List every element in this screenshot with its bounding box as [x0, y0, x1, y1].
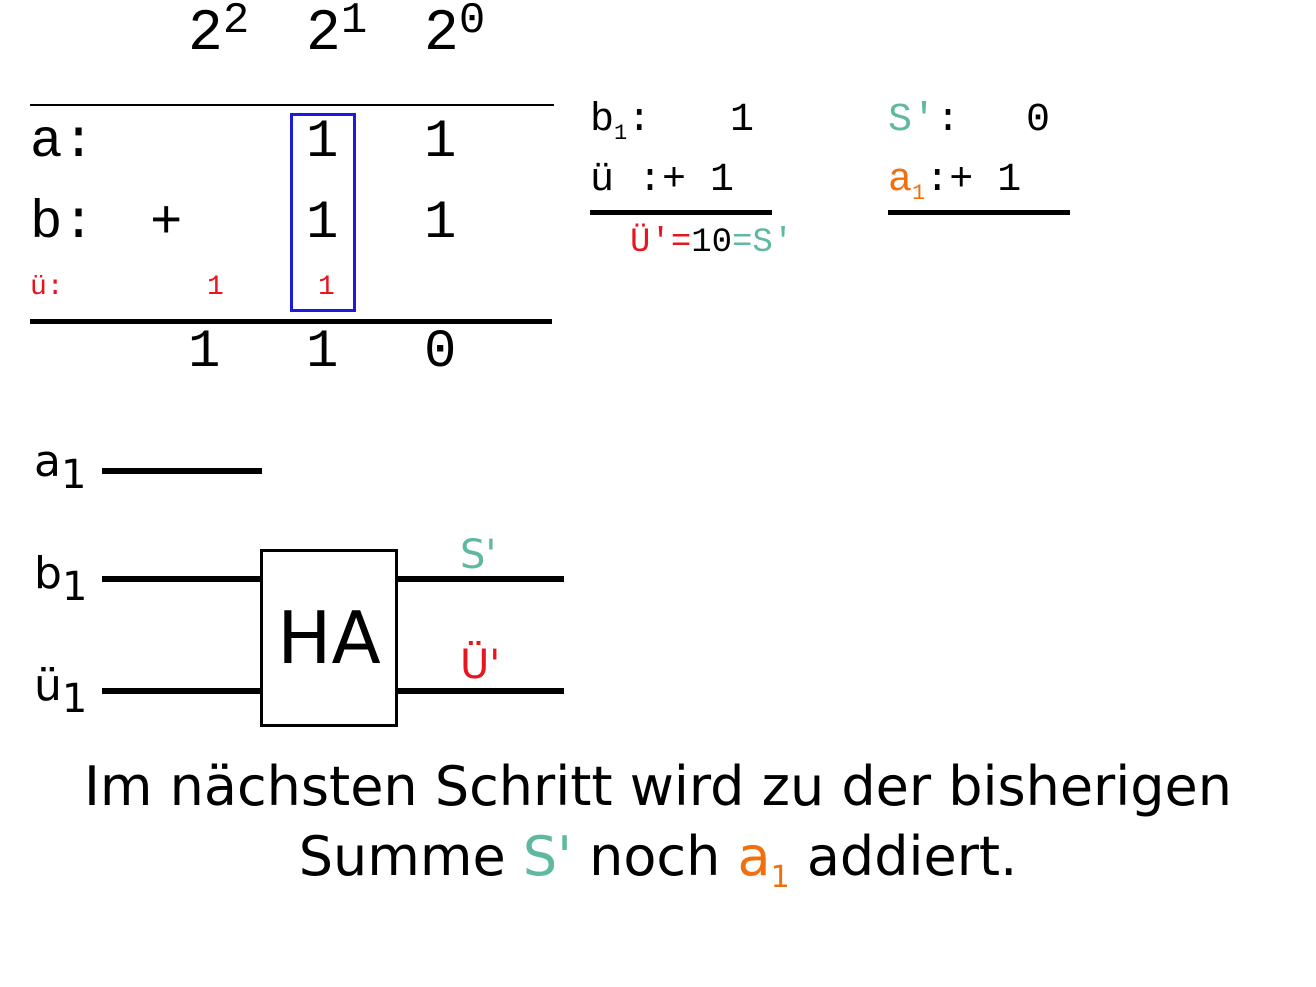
step1-u-row: ü :+ 1	[590, 158, 735, 203]
power-exponent: 1	[340, 0, 368, 46]
row-a-digit-0: 1	[424, 112, 457, 173]
result-digit-2: 1	[188, 322, 221, 383]
step1-b-value: 1	[730, 98, 755, 143]
input-u-index: 1	[61, 676, 88, 722]
step1-b-row: b1:	[590, 98, 651, 146]
step1-sum-out: =S'	[732, 224, 794, 262]
input-b-letter: b	[34, 548, 62, 599]
caption-line-1: Im nächsten Schritt wird zu der bisherig…	[83, 755, 1232, 818]
step2-a-letter: a	[888, 158, 913, 203]
caption-text: addiert.	[789, 825, 1018, 888]
power-exponent: 0	[458, 0, 486, 46]
step2-s-value: 0	[1026, 98, 1051, 143]
half-adder-box: HA	[260, 549, 398, 727]
output-carry-label: Ü'	[460, 642, 501, 688]
row-b-digit-0: 1	[424, 193, 457, 254]
power-exponent: 2	[222, 0, 250, 46]
power-base: 2	[306, 2, 341, 67]
row-carry-label: ü:	[30, 272, 64, 303]
wire-carry-out	[398, 688, 564, 694]
row-b-digit-1: 1	[306, 193, 339, 254]
caption: Im nächsten Schritt wird zu der bisherig…	[0, 752, 1316, 901]
step2-a-index: 1	[912, 181, 926, 206]
row-a-label: a:	[30, 112, 95, 173]
step2-s-row: S':	[888, 98, 960, 143]
power-2-2: 22	[188, 0, 250, 67]
step2-divider	[888, 210, 1070, 215]
caption-line-2: Summe S' noch a1 addiert.	[0, 822, 1316, 901]
step2-a-row: a1:+ 1	[888, 158, 1021, 206]
step1-divider	[590, 210, 772, 215]
input-u-letter: ü	[34, 660, 62, 711]
row-b-label: b:	[30, 193, 95, 254]
caption-a-index: 1	[770, 860, 790, 895]
row-a-digit-1: 1	[306, 112, 339, 173]
wire-a1	[102, 468, 262, 474]
step1-equals: =	[670, 224, 692, 262]
wire-sum-out	[398, 576, 564, 582]
input-a-index: 1	[60, 452, 87, 498]
carry-digit-2: 1	[207, 272, 224, 303]
step1-carry-out: Ü'	[630, 224, 671, 262]
power-base: 2	[424, 2, 459, 67]
caption-a-word: a	[737, 825, 771, 888]
sum-divider	[30, 319, 552, 324]
column-highlight-box	[290, 113, 356, 312]
power-2-0: 20	[424, 0, 486, 67]
step1-b-colon: :	[627, 98, 652, 143]
caption-sum-word: S'	[522, 825, 572, 888]
step1-result-value: 10	[691, 224, 733, 262]
step1-b-index: 1	[614, 121, 628, 146]
caption-text: Summe	[298, 825, 523, 888]
wire-b1	[102, 576, 262, 582]
step2-a-rest: :+ 1	[925, 158, 1022, 203]
caption-text: noch	[571, 825, 738, 888]
output-sum-label: S'	[460, 532, 497, 578]
step2-s-colon: :	[936, 98, 961, 143]
input-a-letter: a	[34, 436, 61, 487]
plus-sign: +	[150, 193, 183, 254]
power-2-1: 21	[306, 0, 368, 67]
result-digit-0: 0	[424, 322, 457, 383]
step2-s-label: S'	[888, 98, 937, 143]
step1-result: Ü'=10=S'	[630, 224, 793, 262]
half-adder-label: HA	[277, 596, 381, 680]
input-u-label: ü1	[34, 660, 87, 722]
wire-u1	[102, 688, 262, 694]
input-b-index: 1	[61, 564, 88, 610]
step1-b-letter: b	[590, 98, 615, 143]
power-base: 2	[188, 2, 223, 67]
input-b-label: b1	[34, 548, 87, 610]
carry-digit-1: 1	[318, 272, 335, 303]
input-a-label: a1	[34, 436, 86, 498]
header-divider	[30, 104, 554, 106]
result-digit-1: 1	[306, 322, 339, 383]
